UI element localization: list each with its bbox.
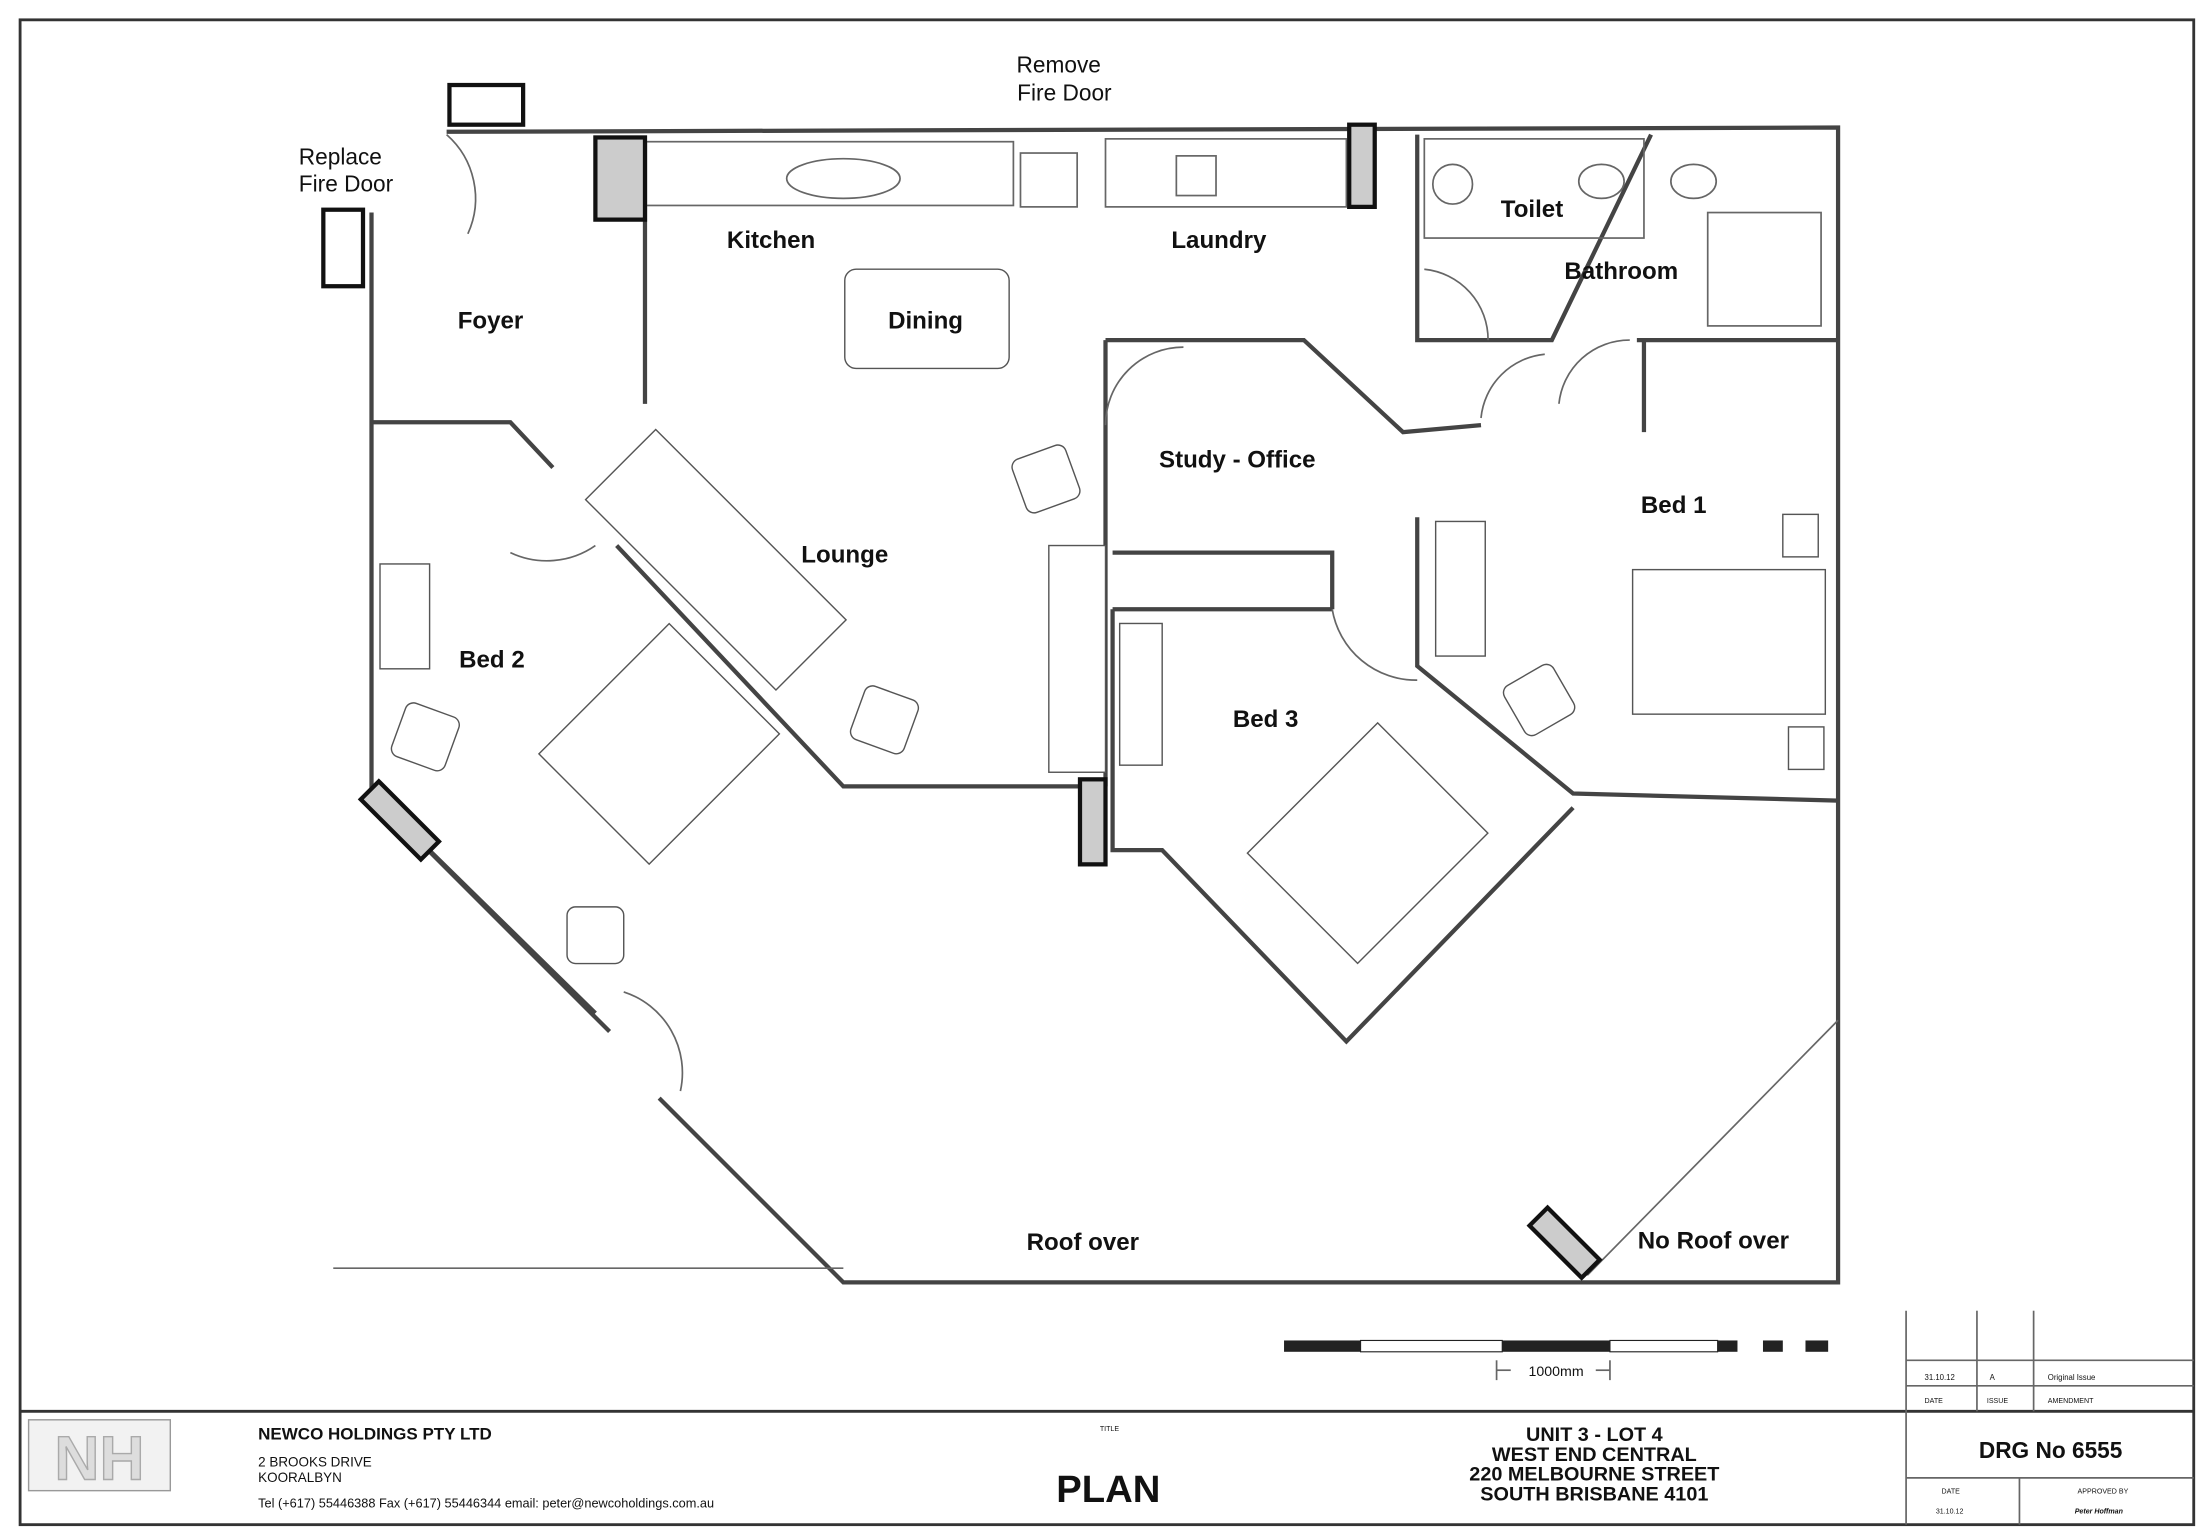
approved-value: Peter Hoffman	[2075, 1507, 2124, 1515]
room-label-bathroom: Bathroom	[1564, 258, 1678, 285]
room-label-dining: Dining	[888, 308, 963, 335]
title-block: NH NEWCO HOLDINGS PTY LTD 2 BROOKS DRIVE…	[20, 1310, 2194, 1525]
revision-issue: A	[1990, 1373, 1996, 1382]
company-contact: Tel (+617) 55446388 Fax (+617) 55446344 …	[258, 1496, 714, 1511]
note-replace-fire-door-1: Replace	[299, 143, 382, 169]
project-line-3: 220 MELBOURNE STREET	[1469, 1464, 1719, 1486]
room-label-toilet: Toilet	[1501, 196, 1563, 223]
revision-header-date: DATE	[1925, 1397, 1944, 1405]
company-address-1: 2 BROOKS DRIVE	[258, 1455, 372, 1470]
date-value: 31.10.12	[1936, 1507, 1964, 1515]
room-label-no-roof-over: No Roof over	[1638, 1227, 1789, 1254]
room-label-lounge: Lounge	[801, 542, 888, 569]
date-label: DATE	[1942, 1487, 1961, 1495]
room-label-laundry: Laundry	[1171, 227, 1267, 254]
sink-icon	[785, 157, 901, 200]
company-name: NEWCO HOLDINGS PTY LTD	[258, 1425, 492, 1444]
company-address-2: KOORALBYN	[258, 1470, 342, 1485]
bed1-bed	[1631, 568, 1827, 715]
annotations: Replace Fire Door Remove Fire Door	[299, 51, 1112, 196]
toilet-icon	[1431, 163, 1474, 205]
bed2-bed	[537, 622, 781, 866]
fire-doors	[321, 82, 1603, 1281]
revision-header-issue: ISSUE	[1987, 1397, 2009, 1405]
project-line-2: WEST END CENTRAL	[1492, 1444, 1697, 1466]
revision-table: 31.10.12 A Original Issue DATE ISSUE AME…	[1905, 1310, 2194, 1525]
drawing-title: PLAN	[1056, 1468, 1160, 1511]
shower-icon	[1706, 211, 1822, 327]
revision-amendment: Original Issue	[2048, 1373, 2096, 1382]
lounge-sofa	[584, 428, 848, 691]
note-remove-fire-door-2: Fire Door	[1017, 80, 1112, 106]
room-label-kitchen: Kitchen	[727, 227, 815, 254]
laundry-tub-icon	[1175, 155, 1217, 197]
dining-table	[844, 268, 1010, 370]
project-line-1: UNIT 3 - LOT 4	[1526, 1424, 1663, 1446]
benches	[644, 138, 1822, 327]
room-label-bed2: Bed 2	[459, 646, 525, 673]
bed3-bed	[1246, 721, 1489, 965]
revision-header-amendment: AMENDMENT	[2048, 1397, 2094, 1405]
note-remove-fire-door-1: Remove	[1017, 51, 1101, 77]
svg-text:NH: NH	[54, 1424, 144, 1493]
room-labels: Foyer Kitchen Laundry Toilet Bathroom Di…	[458, 196, 1789, 1256]
project-line-4: SOUTH BRISBANE 4101	[1480, 1484, 1708, 1506]
approved-label: APPROVED BY	[2078, 1487, 2129, 1495]
door-swings	[446, 133, 1630, 1092]
room-label-study: Study - Office	[1159, 447, 1316, 474]
title-caption: TITLE	[1100, 1425, 1120, 1433]
room-label-foyer: Foyer	[458, 308, 524, 335]
furniture	[379, 268, 1827, 965]
sheet-border	[18, 18, 2196, 1527]
stove-icon	[1019, 152, 1079, 208]
company-logo: NH	[27, 1419, 172, 1494]
room-label-bed3: Bed 3	[1233, 706, 1299, 733]
revision-date: 31.10.12	[1925, 1373, 1955, 1382]
room-label-bed1: Bed 1	[1641, 492, 1707, 519]
room-label-roof-over: Roof over	[1027, 1229, 1139, 1256]
drawing-number: DRG No 6555	[1979, 1437, 2123, 1463]
note-replace-fire-door-2: Fire Door	[299, 170, 394, 196]
scale-label: 1000mm	[1529, 1364, 1584, 1380]
scale-bar: 1000mm	[1284, 1339, 1829, 1381]
